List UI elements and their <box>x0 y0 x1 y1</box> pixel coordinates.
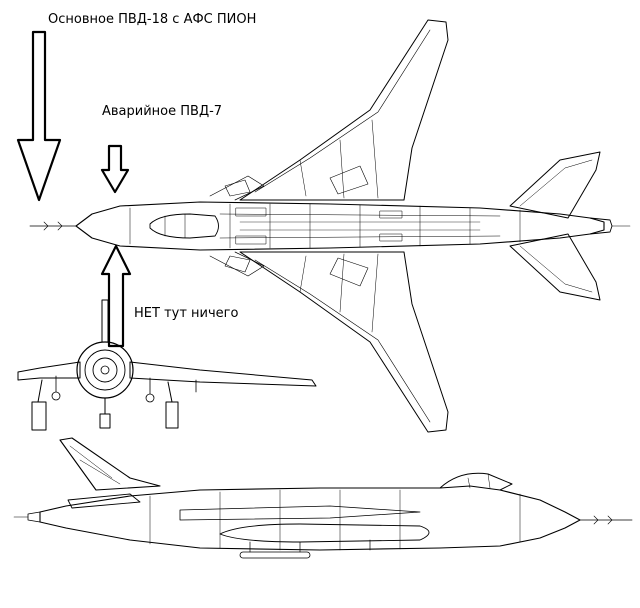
arrow-emergency-pitot <box>100 144 130 194</box>
front-view-left-wing <box>17 361 81 381</box>
label-main-pitot: Основное ПВД-18 с АФС ПИОН <box>48 12 257 27</box>
front-view-right-wing <box>129 361 317 387</box>
top-view-lower-wing <box>239 251 449 433</box>
annotation-arrows <box>16 30 132 348</box>
label-nothing-here: НЕТ тут ничего <box>134 306 239 321</box>
top-view-fuselage <box>75 201 605 251</box>
top-view-upper-stabilizer <box>509 151 601 219</box>
front-view <box>17 299 317 431</box>
top-view-lower-stabilizer <box>509 233 601 301</box>
side-view-ventral-tank <box>219 523 430 543</box>
arrow-nothing-here <box>100 244 132 348</box>
side-view <box>13 437 633 559</box>
top-view-upper-wing <box>239 19 449 201</box>
side-view-vertical-tail <box>59 437 161 491</box>
label-emergency-pitot: Аварийное ПВД-7 <box>102 104 223 119</box>
top-view <box>29 19 631 433</box>
front-view-right-gear <box>165 381 179 429</box>
front-view-left-gear <box>31 379 47 431</box>
top-view-canopy <box>149 213 219 239</box>
arrow-main-pitot <box>16 30 62 202</box>
front-view-nose-gear <box>99 397 111 429</box>
